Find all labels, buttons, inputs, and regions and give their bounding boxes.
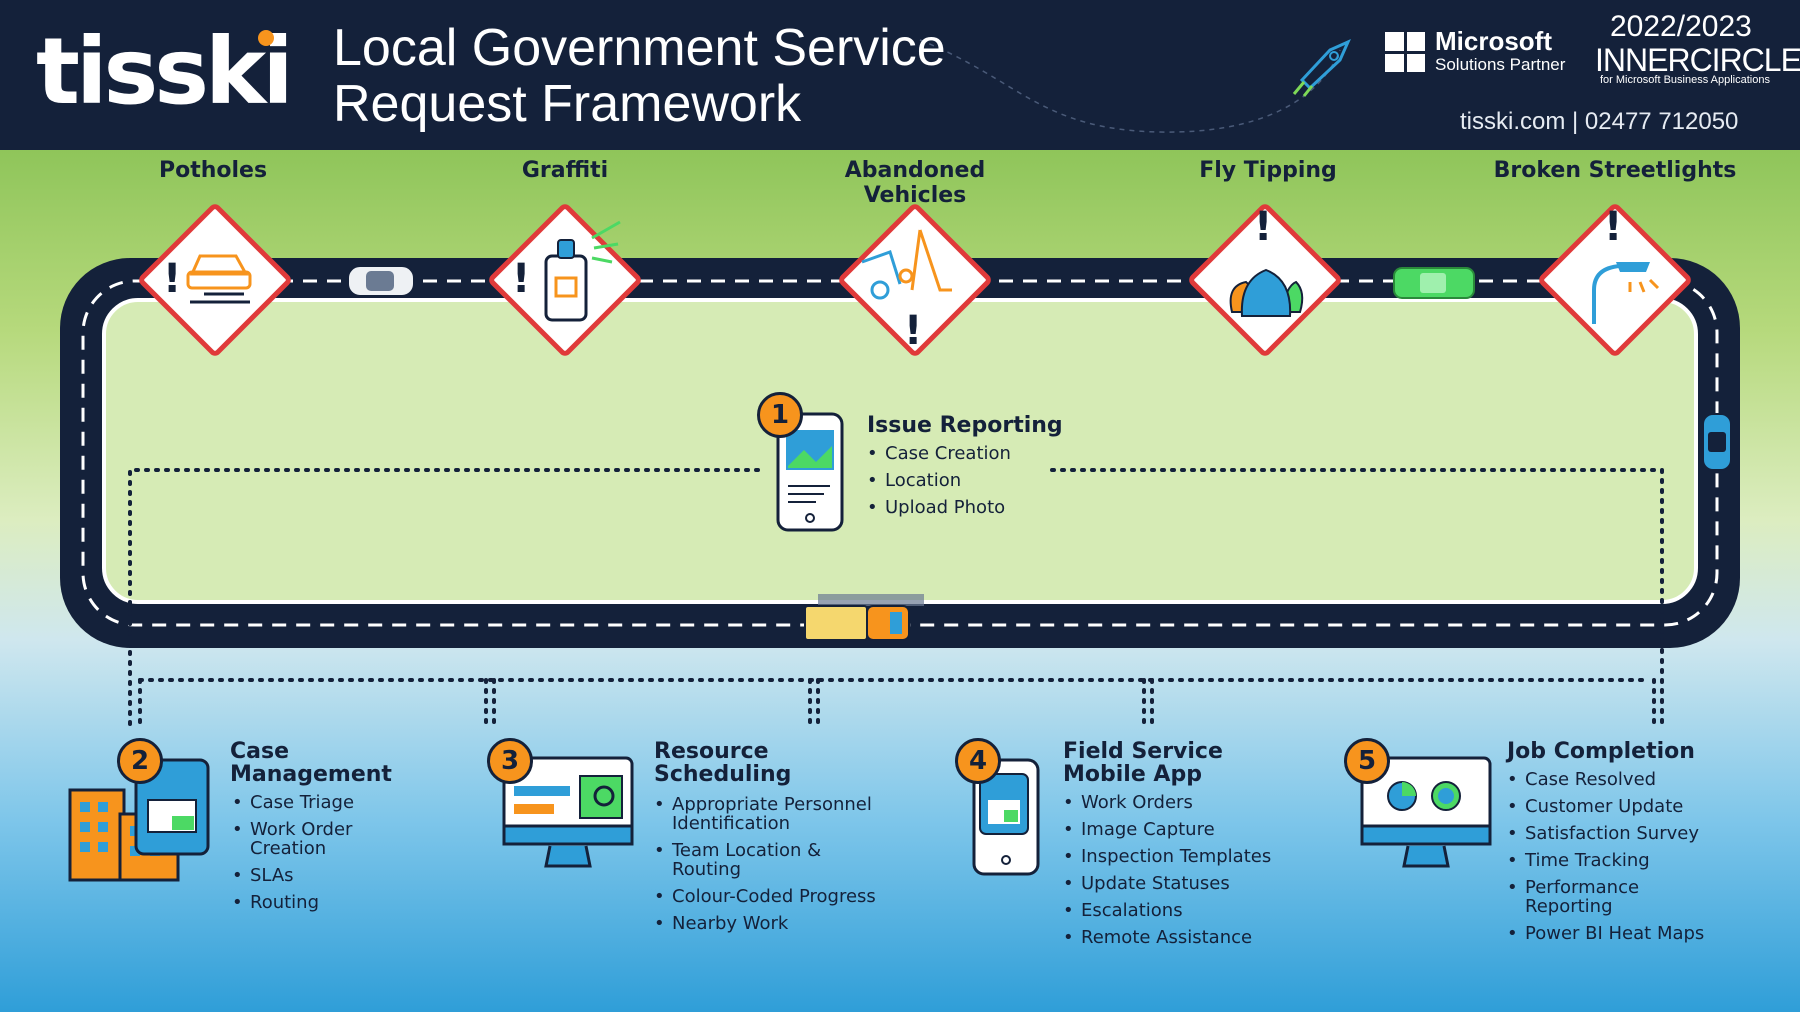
list-item: SLAs	[232, 866, 382, 885]
dotted-connectors	[128, 468, 1664, 727]
title-line-1: Local Government Service	[333, 19, 946, 77]
logo-orange-dot	[258, 30, 274, 46]
header-banner: tisski Local Government Service Request …	[0, 0, 1800, 150]
yellow-truck-icon	[804, 594, 924, 641]
list-item: Time Tracking	[1507, 851, 1717, 870]
svg-text:!: !	[1254, 204, 1272, 250]
step-5-list: Case Resolved Customer Update Satisfacti…	[1507, 770, 1717, 951]
category-label-graffiti: Graffiti	[521, 158, 609, 183]
white-car-icon	[347, 265, 415, 297]
tisski-logo: tisski	[36, 18, 294, 125]
svg-text:!: !	[1604, 204, 1622, 250]
list-item: Remote Assistance	[1063, 928, 1273, 947]
list-item: Colour-Coded Progress	[654, 887, 884, 906]
list-item: Team Location & Routing	[654, 841, 884, 879]
streetlight-icon	[1592, 262, 1660, 324]
partner-name: Microsoft	[1435, 26, 1552, 56]
pothole-car-icon	[186, 254, 252, 304]
list-item: Case Triage	[232, 793, 382, 812]
step-3-list: Appropriate Personnel Identification Tea…	[654, 795, 884, 941]
step-4-title: Field Service Mobile App	[1063, 739, 1223, 787]
innercircle-name: INNERCIRCLE	[1595, 42, 1800, 78]
sign-potholes: !	[139, 204, 291, 356]
monitor-reports-icon	[1360, 756, 1492, 868]
tow-truck-icon	[861, 229, 952, 300]
list-item: Case Creation	[867, 444, 1097, 463]
step-1-badge: 1	[757, 392, 803, 438]
svg-text:!: !	[904, 308, 922, 354]
sign-broken-streetlights: !	[1539, 204, 1691, 356]
sign-fly-tipping: !	[1189, 204, 1341, 356]
microsoft-logo-icon	[1385, 32, 1425, 72]
spray-can-icon	[544, 220, 621, 322]
list-item: Satisfaction Survey	[1507, 824, 1717, 843]
step-5-title: Job Completion	[1507, 739, 1695, 764]
office-building-icon	[68, 758, 210, 882]
list-item: Customer Update	[1507, 797, 1717, 816]
step-3-title: Resource Scheduling	[654, 739, 792, 787]
blue-car-icon	[1702, 413, 1732, 471]
list-item: Escalations	[1063, 901, 1273, 920]
step-1-list: Case Creation Location Upload Photo	[867, 444, 1097, 525]
category-label-broken-streetlights: Broken Streetlights	[1493, 158, 1737, 183]
step-1-title: Issue Reporting	[867, 413, 1063, 438]
title-line-2: Request Framework	[333, 75, 802, 133]
step-4-list: Work Orders Image Capture Inspection Tem…	[1063, 793, 1273, 955]
category-label-abandoned-vehicles: Abandoned Vehicles	[844, 158, 986, 208]
rubbish-bags-icon	[1229, 268, 1304, 317]
list-item: Inspection Templates	[1063, 847, 1273, 866]
microsoft-partner-badge: Microsoft Solutions Partner	[1435, 26, 1565, 75]
list-item: Nearby Work	[654, 914, 884, 933]
sign-graffiti: !	[489, 204, 641, 356]
list-item: Location	[867, 471, 1097, 490]
step-2-list: Case Triage Work Order Creation SLAs Rou…	[232, 793, 382, 920]
category-label-fly-tipping: Fly Tipping	[1199, 158, 1337, 183]
step-2-title: Case Management	[230, 739, 392, 787]
step-5-badge: 5	[1344, 738, 1390, 784]
step-4-badge: 4	[955, 738, 1001, 784]
contact-info: tisski.com | 02477 712050	[1460, 108, 1739, 135]
monitor-map-icon	[502, 756, 634, 868]
list-item: Work Orders	[1063, 793, 1273, 812]
step-2-badge: 2	[117, 738, 163, 784]
sign-abandoned-vehicles: !	[839, 204, 991, 356]
phone-report-icon	[776, 412, 844, 532]
svg-text:!: !	[512, 256, 530, 302]
innercircle-sub: for Microsoft Business Applications	[1600, 74, 1770, 86]
innercircle-year: 2022/2023	[1610, 10, 1752, 43]
mobile-app-icon	[972, 758, 1040, 876]
svg-text:!: !	[163, 256, 181, 302]
green-car-icon	[1393, 267, 1475, 299]
list-item: Upload Photo	[867, 498, 1097, 517]
list-item: Update Statuses	[1063, 874, 1273, 893]
list-item: Power BI Heat Maps	[1507, 924, 1717, 943]
list-item: Image Capture	[1063, 820, 1273, 839]
rocket-icon	[1292, 39, 1351, 97]
partner-sub: Solutions Partner	[1435, 55, 1566, 74]
list-item: Appropriate Personnel Identification	[654, 795, 884, 833]
step-3-badge: 3	[487, 738, 533, 784]
list-item: Case Resolved	[1507, 770, 1717, 789]
page-title: Local Government Service Request Framewo…	[333, 20, 946, 132]
list-item: Performance Reporting	[1507, 878, 1717, 916]
list-item: Work Order Creation	[232, 820, 382, 858]
category-label-potholes: Potholes	[158, 158, 268, 183]
dashed-swoosh-decoration	[919, 39, 1341, 133]
list-item: Routing	[232, 893, 382, 912]
